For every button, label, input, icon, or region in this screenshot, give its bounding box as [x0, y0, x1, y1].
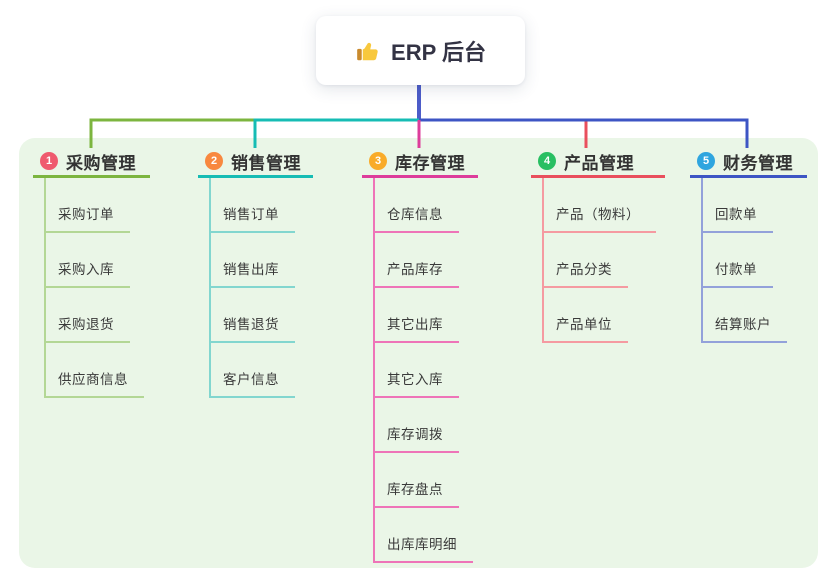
child-row: 销售出库	[209, 233, 295, 288]
child-row: 其它出库	[373, 288, 473, 343]
child-node[interactable]: 库存盘点	[373, 478, 459, 508]
branch-number-badge: 2	[205, 152, 223, 170]
root-node[interactable]: ERP 后台	[316, 16, 525, 85]
child-node[interactable]: 采购入库	[44, 258, 130, 288]
child-row: 采购订单	[44, 178, 144, 233]
branch-children: 仓库信息产品库存其它出库其它入库库存调拨库存盘点出库库明细	[373, 178, 473, 563]
child-node[interactable]: 销售订单	[209, 203, 295, 233]
child-node[interactable]: 回款单	[701, 203, 773, 233]
child-row: 供应商信息	[44, 343, 144, 398]
child-row: 库存盘点	[373, 453, 473, 508]
child-row: 销售订单	[209, 178, 295, 233]
branch-header-4[interactable]: 4 产品管理	[531, 147, 665, 178]
child-row: 产品（物料）	[542, 178, 656, 233]
thumbs-up-icon	[355, 38, 381, 64]
child-row: 库存调拨	[373, 398, 473, 453]
child-node[interactable]: 供应商信息	[44, 368, 144, 398]
child-row: 仓库信息	[373, 178, 473, 233]
child-node[interactable]: 销售退货	[209, 313, 295, 343]
branch-header-1[interactable]: 1 采购管理	[33, 147, 150, 178]
child-row: 产品分类	[542, 233, 656, 288]
child-row: 采购退货	[44, 288, 144, 343]
child-row: 付款单	[701, 233, 787, 288]
child-row: 结算账户	[701, 288, 787, 343]
branch-number-badge: 3	[369, 152, 387, 170]
branches-panel	[19, 138, 818, 568]
branch-label: 采购管理	[66, 153, 136, 173]
branch-number-badge: 5	[697, 152, 715, 170]
child-node[interactable]: 产品（物料）	[542, 203, 656, 233]
branch-label: 库存管理	[395, 153, 465, 173]
child-row: 产品库存	[373, 233, 473, 288]
branch-number-badge: 1	[40, 152, 58, 170]
branch-header-2[interactable]: 2 销售管理	[198, 147, 313, 178]
branch-children: 销售订单销售出库销售退货客户信息	[209, 178, 295, 398]
child-node[interactable]: 结算账户	[701, 313, 787, 343]
child-node[interactable]: 付款单	[701, 258, 773, 288]
child-row: 采购入库	[44, 233, 144, 288]
child-node[interactable]: 客户信息	[209, 368, 295, 398]
branch-label: 销售管理	[231, 153, 301, 173]
child-node[interactable]: 采购订单	[44, 203, 130, 233]
child-row: 产品单位	[542, 288, 656, 343]
child-node[interactable]: 产品单位	[542, 313, 628, 343]
child-row: 客户信息	[209, 343, 295, 398]
root-label: ERP 后台	[391, 39, 486, 65]
branch-children: 产品（物料） 产品分类产品单位	[542, 178, 656, 343]
child-row: 销售退货	[209, 288, 295, 343]
child-node[interactable]: 销售出库	[209, 258, 295, 288]
child-node[interactable]: 仓库信息	[373, 203, 459, 233]
child-node[interactable]: 出库库明细	[373, 533, 473, 563]
branch-header-3[interactable]: 3 库存管理	[362, 147, 478, 178]
branch-children: 采购订单采购入库采购退货供应商信息	[44, 178, 144, 398]
child-node[interactable]: 采购退货	[44, 313, 130, 343]
child-row: 回款单	[701, 178, 787, 233]
child-node[interactable]: 产品库存	[373, 258, 459, 288]
child-node[interactable]: 其它出库	[373, 313, 459, 343]
branch-number-badge: 4	[538, 152, 556, 170]
branch-header-5[interactable]: 5 财务管理	[690, 147, 807, 178]
branch-children: 回款单付款单结算账户	[701, 178, 787, 343]
branch-label: 产品管理	[564, 153, 634, 173]
child-row: 其它入库	[373, 343, 473, 398]
child-row: 出库库明细	[373, 508, 473, 563]
child-node[interactable]: 其它入库	[373, 368, 459, 398]
branch-label: 财务管理	[723, 153, 793, 173]
child-node[interactable]: 库存调拨	[373, 423, 459, 453]
child-node[interactable]: 产品分类	[542, 258, 628, 288]
